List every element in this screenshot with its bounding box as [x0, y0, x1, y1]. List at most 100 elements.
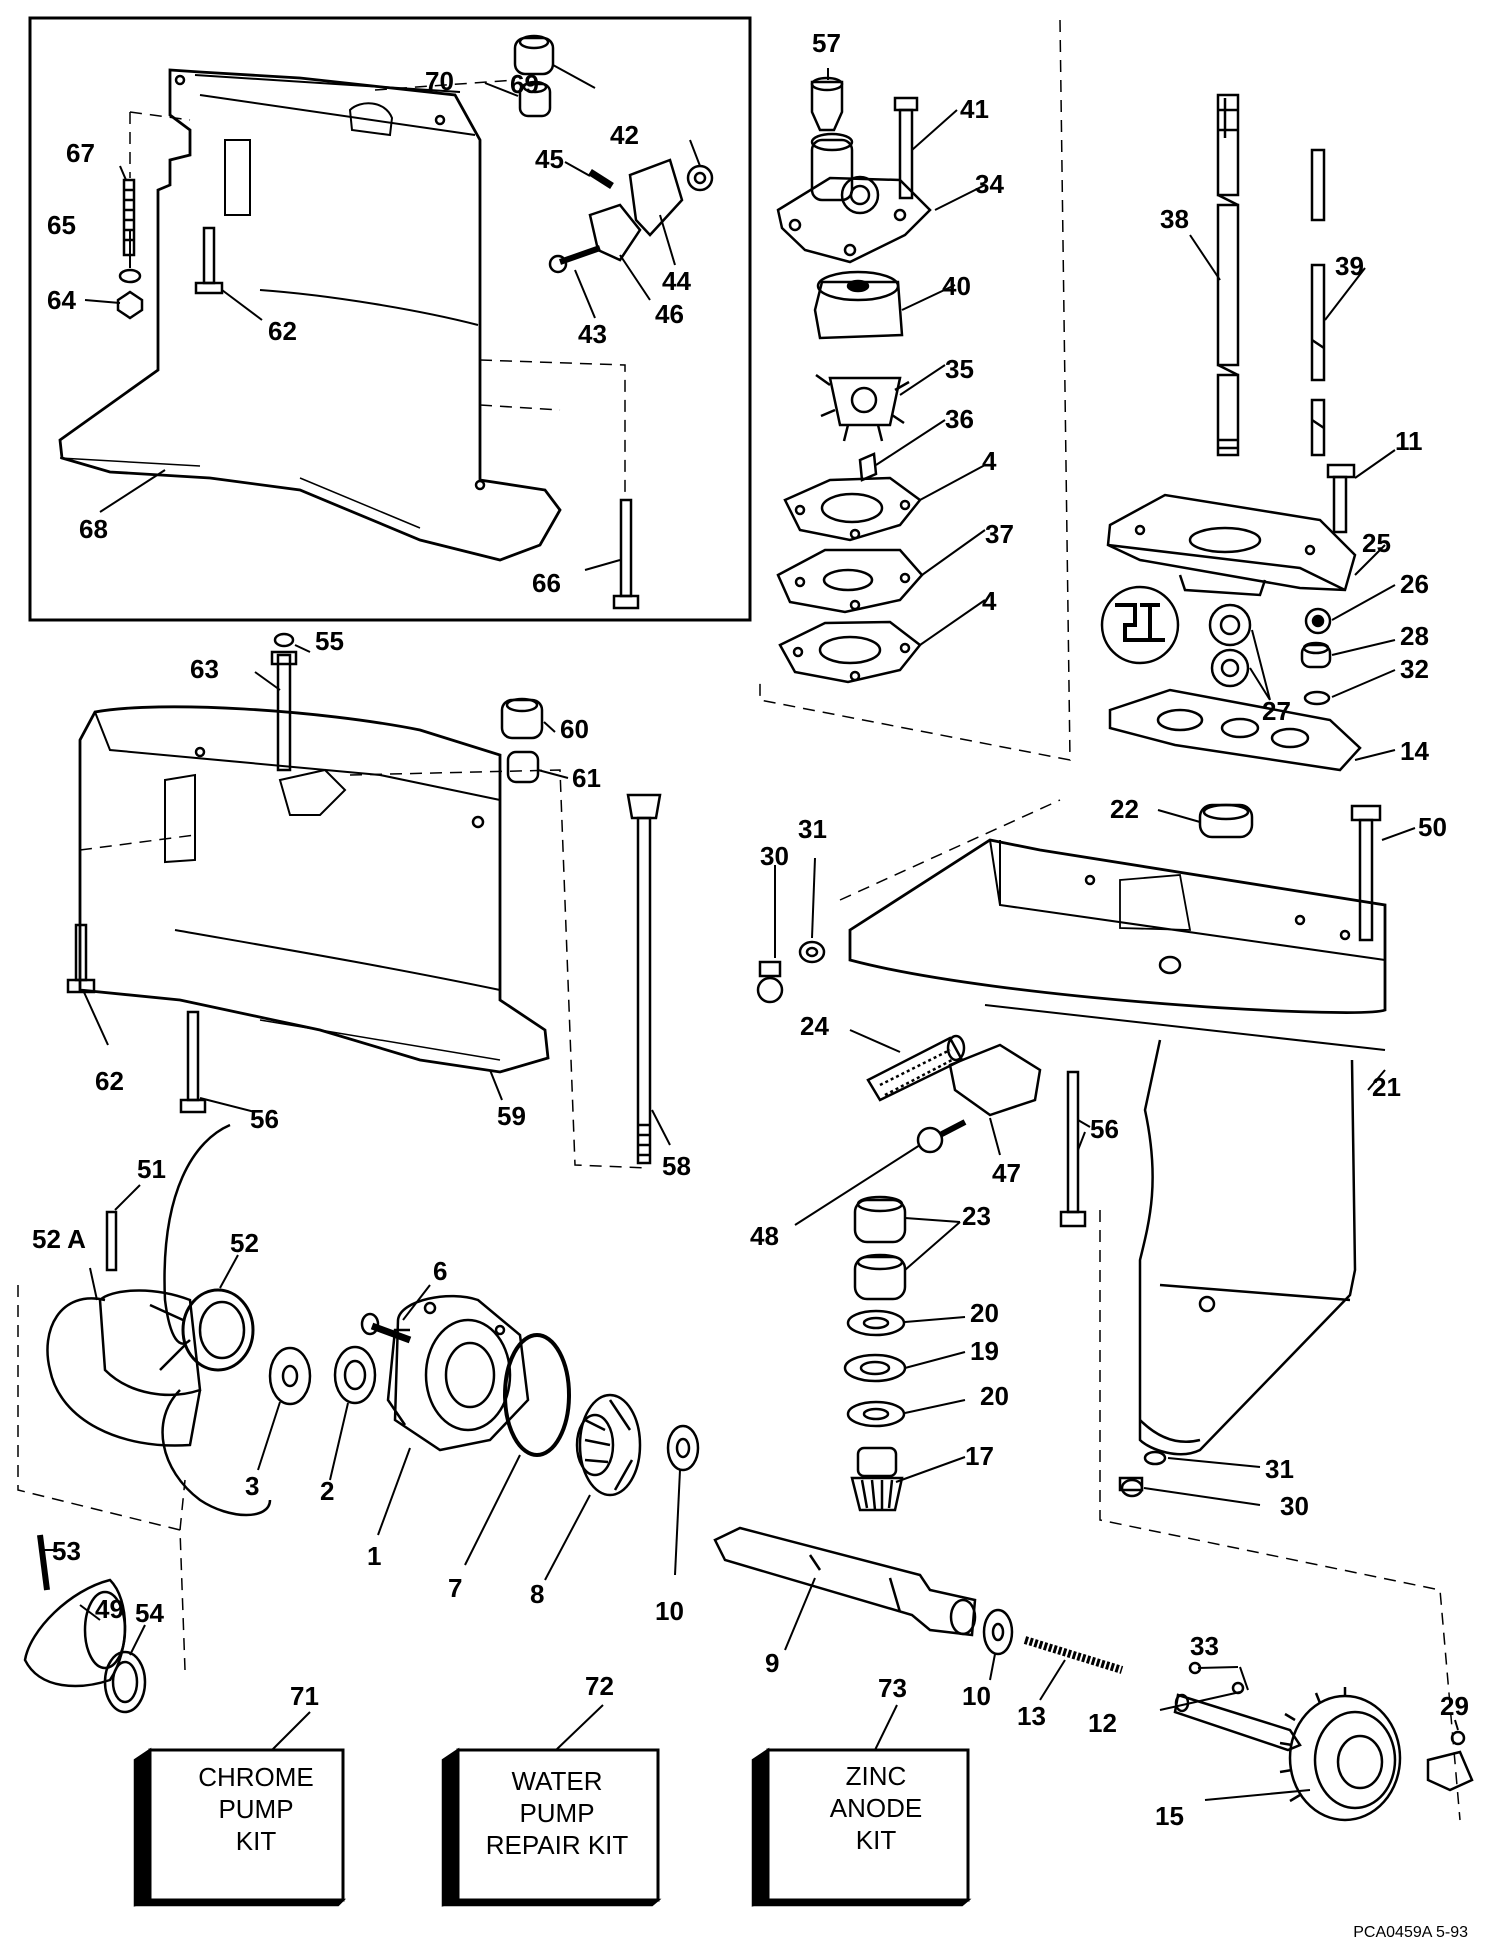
- callout-10b: 10: [962, 1681, 991, 1711]
- kit-zinc: [751, 1747, 972, 1907]
- inset-bushing-69: [513, 34, 555, 76]
- callout-50: 50: [1418, 812, 1447, 842]
- inset-plate-44: [628, 158, 684, 237]
- bolt-56-left: [179, 1010, 207, 1114]
- callout-35: 35: [945, 354, 974, 384]
- callout-41: 41: [960, 94, 989, 124]
- screw-48: [916, 1119, 967, 1154]
- callout-43: 43: [578, 319, 607, 349]
- callout-61: 61: [572, 763, 601, 793]
- kit-water-line3: REPAIR KIT: [486, 1830, 629, 1860]
- anode-47: [948, 1043, 1042, 1117]
- o-ring-32: [1303, 690, 1331, 706]
- seal-detail-27: [1100, 585, 1252, 688]
- callout-37: 37: [985, 519, 1014, 549]
- propeller-52: [46, 1123, 272, 1517]
- inset-drive-shaft-housing: [58, 68, 562, 562]
- callout-8: 8: [530, 1579, 544, 1609]
- callout-58: 58: [662, 1151, 691, 1181]
- inset-frame: [28, 16, 752, 622]
- callout-56-left: 56: [250, 1104, 279, 1134]
- bearing-23b: [853, 1253, 907, 1301]
- retainer-29: [1426, 1730, 1474, 1792]
- callout-59: 59: [497, 1101, 526, 1131]
- o-ring-7: [503, 1333, 571, 1457]
- spring-13: [1023, 1636, 1124, 1674]
- callout-31b: 31: [1265, 1454, 1294, 1484]
- callout-26: 26: [1400, 569, 1429, 599]
- washer-20b: [846, 1400, 906, 1428]
- nut-53: [37, 1534, 50, 1591]
- washer-20a: [846, 1309, 906, 1337]
- plate-25: [1106, 493, 1357, 597]
- inset-guide-lines: [129, 79, 626, 500]
- callout-29: 29: [1440, 1691, 1469, 1721]
- pin-51: [105, 1210, 118, 1272]
- screw-62: [66, 923, 96, 994]
- o-ring-55: [273, 632, 295, 648]
- gearcase-21: [848, 838, 1387, 1456]
- kit-chrome-line2: PUMP: [218, 1794, 293, 1824]
- callout-30a: 30: [760, 841, 789, 871]
- screw-11: [1326, 463, 1356, 534]
- callout-17: 17: [965, 1441, 994, 1471]
- drive-shaft-38: [1216, 93, 1240, 457]
- main-guide-lines: [79, 769, 649, 1169]
- callout-40: 40: [942, 271, 971, 301]
- inset-nut-64: [116, 290, 144, 320]
- drive-shaft-housing-59: [78, 705, 550, 1074]
- callout-49: 49: [95, 1594, 124, 1624]
- washer-54: [103, 1650, 147, 1714]
- callout-13: 13: [1017, 1701, 1046, 1731]
- tube-63: [270, 650, 298, 772]
- bearing-housing-1: [386, 1294, 530, 1452]
- callout-47: 47: [992, 1158, 1021, 1188]
- callout-1: 1: [367, 1541, 381, 1571]
- callout-65: 65: [47, 210, 76, 240]
- callout-28: 28: [1400, 621, 1429, 651]
- propeller-shaft-9: [713, 1526, 977, 1637]
- callout-38: 38: [1160, 204, 1189, 234]
- callout-3: 3: [245, 1471, 259, 1501]
- kit-chrome-line1: CHROME: [198, 1762, 314, 1792]
- callout-2: 2: [320, 1476, 334, 1506]
- callout-56-right: 56: [1090, 1114, 1119, 1144]
- bearing-23a: [853, 1195, 907, 1244]
- callout-32: 32: [1400, 654, 1429, 684]
- callout-62-main: 62: [95, 1066, 124, 1096]
- callout-64: 64: [47, 285, 76, 315]
- impeller-35: [815, 373, 910, 442]
- kit-chrome: [133, 1747, 347, 1907]
- screw-41: [893, 96, 919, 200]
- callout-4b: 4: [982, 586, 997, 616]
- callout-71: 71: [290, 1681, 319, 1711]
- callout-44: 44: [662, 266, 691, 296]
- bushing-60: [500, 697, 544, 740]
- kit-labels: CHROME PUMP KIT WATER PUMP REPAIR KIT ZI…: [198, 1761, 922, 1860]
- callout-23: 23: [962, 1201, 991, 1231]
- grommet-57: [810, 76, 844, 132]
- callout-10a: 10: [655, 1596, 684, 1626]
- callout-12: 12: [1088, 1708, 1117, 1738]
- callout-19: 19: [970, 1336, 999, 1366]
- callout-45: 45: [535, 144, 564, 174]
- leader-lines: [43, 64, 1459, 1801]
- bolt-56-right: [1059, 1070, 1087, 1228]
- callout-52: 52: [230, 1228, 259, 1258]
- callout-55: 55: [315, 626, 344, 656]
- gasket-4a: [783, 476, 922, 542]
- shift-rod-39: [1310, 148, 1326, 457]
- callout-11: 11: [1395, 426, 1423, 456]
- key-36: [858, 452, 878, 482]
- screw-6: [360, 1312, 412, 1344]
- seal-2: [333, 1345, 377, 1405]
- inset-bushing-70: [518, 80, 552, 118]
- callout-27: 27: [1262, 696, 1291, 726]
- gearcase-guide-lines: [839, 799, 1461, 1821]
- gasket-14: [1108, 688, 1362, 772]
- callout-6: 6: [433, 1256, 447, 1286]
- pump-guide-lines: [759, 19, 1071, 761]
- inset-plate-46: [588, 203, 642, 262]
- callout-62-inset: 62: [268, 316, 297, 346]
- callout-42: 42: [610, 120, 639, 150]
